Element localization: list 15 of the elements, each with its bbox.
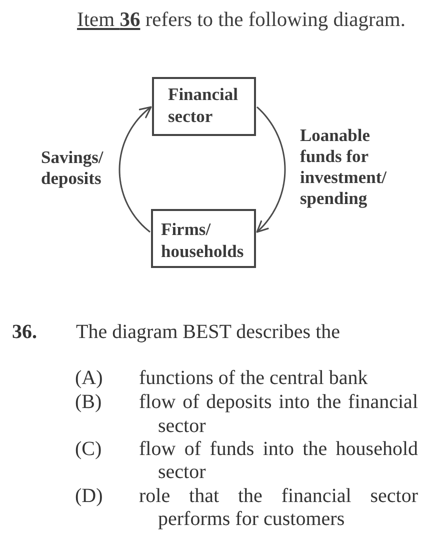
question-text: The diagram BEST describes the: [76, 321, 340, 344]
sector-box: [151, 209, 256, 268]
box-label: Financial sector: [168, 84, 240, 127]
option-letter: (D): [75, 484, 103, 508]
box-label: Firms/ households: [161, 219, 245, 262]
option-letter: (B): [75, 391, 102, 414]
option-letter: (A): [75, 367, 103, 390]
question-number: 36.: [12, 321, 37, 344]
option-text: functions of the central bank: [139, 367, 369, 390]
sector-box: [152, 77, 256, 136]
option-letter: (C): [75, 438, 102, 461]
option-text: role that the financial sector performs for customers: [139, 484, 418, 532]
curved-arrow: [256, 106, 286, 233]
instruction-text: Item 36 refers to the following diagram.: [77, 8, 406, 32]
curved-arrow: [118, 106, 152, 233]
